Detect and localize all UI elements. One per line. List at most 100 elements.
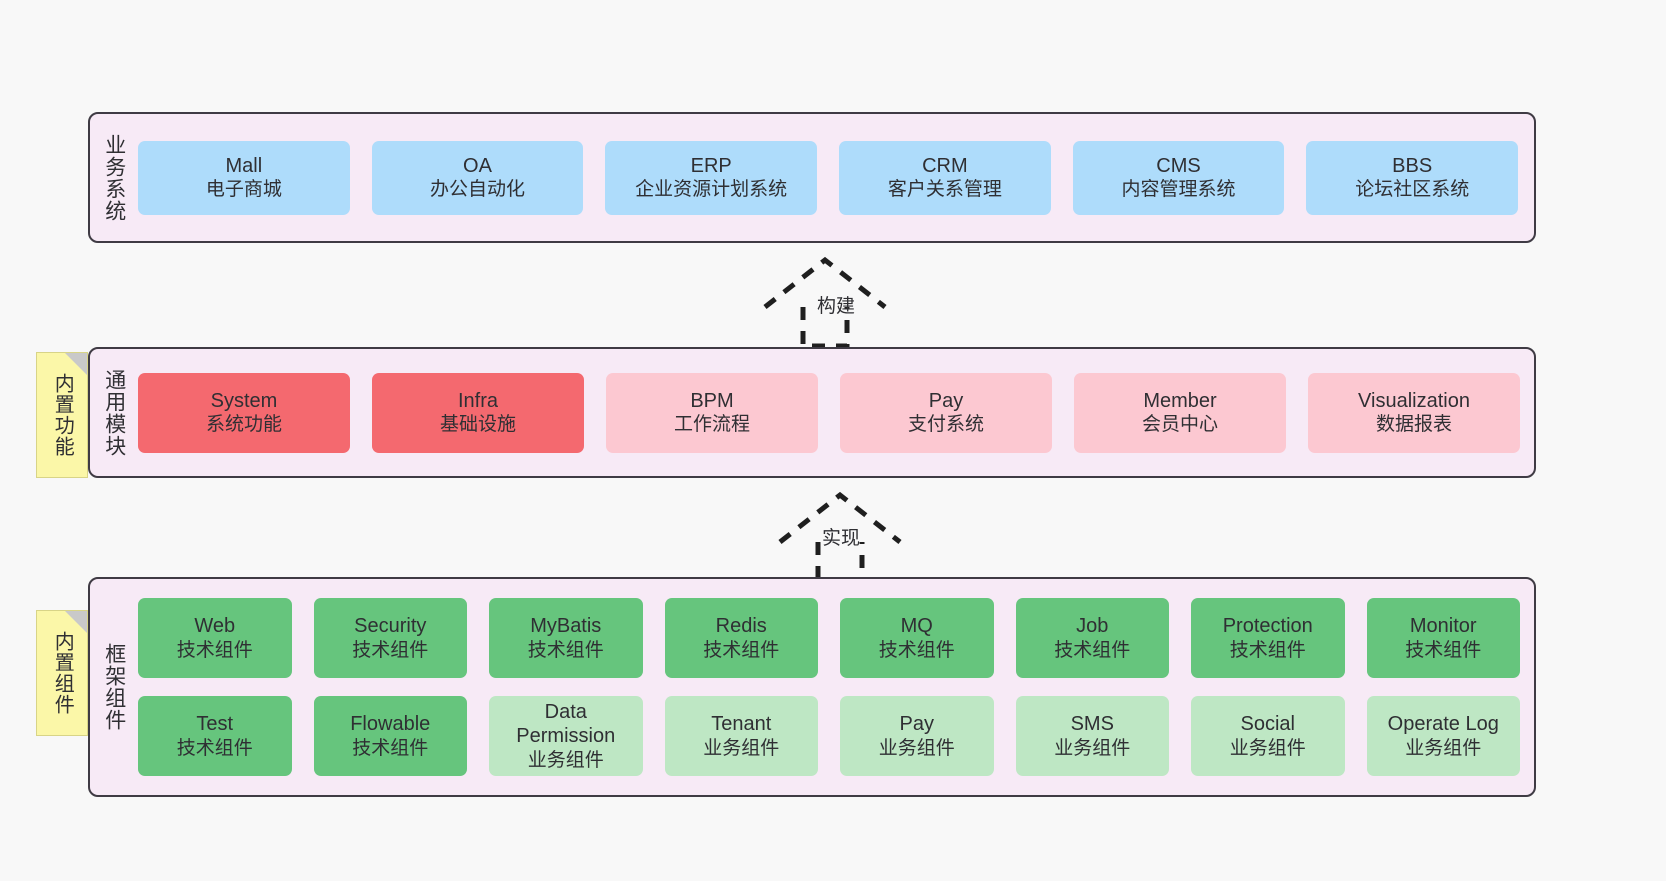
card-job[interactable]: Job 技术组件	[1015, 598, 1169, 678]
card-subtitle: 业务组件	[878, 737, 955, 759]
card-name: ERP	[690, 154, 732, 177]
note-builtin-components: 内置组件	[36, 610, 88, 736]
layer-title-framework-component: 框架组件	[102, 643, 126, 731]
card-row: System 系统功能 Infra 基础设施 BPM 工作流程 Pay 支付系统…	[138, 372, 1520, 453]
card-subtitle: 会员中心	[1141, 414, 1218, 436]
card-subtitle: 基础设施	[439, 414, 516, 436]
layer-framework-component: 框架组件 Web 技术组件 Security 技术组件 MyBatis 技术组件…	[88, 577, 1536, 797]
card-subtitle: 工作流程	[673, 414, 750, 436]
card-cms[interactable]: CMS 内容管理系统	[1072, 140, 1285, 215]
card-subtitle: 技术组件	[352, 639, 429, 661]
card-monitor[interactable]: Monitor 技术组件	[1366, 598, 1520, 678]
card-subtitle: 业务组件	[1405, 737, 1482, 759]
card-row: Test 技术组件 Flowable 技术组件 Data Permission …	[138, 696, 1520, 776]
card-name: System	[210, 389, 278, 412]
card-name: Web	[194, 615, 236, 638]
card-crm[interactable]: CRM 客户关系管理	[839, 140, 1051, 215]
card-name: CMS	[1156, 154, 1201, 177]
card-bpm[interactable]: BPM 工作流程	[606, 372, 818, 453]
connector-build-arrow	[745, 252, 945, 352]
card-name: SMS	[1070, 713, 1114, 736]
card-subtitle: 办公自动化	[430, 179, 526, 201]
card-name: Member	[1143, 389, 1217, 412]
card-name: BPM	[690, 389, 734, 412]
card-name: Flowable	[350, 713, 431, 736]
card-visualization[interactable]: Visualization 数据报表	[1308, 372, 1520, 453]
card-name: Infra	[457, 389, 499, 412]
card-subtitle: 技术组件	[527, 639, 604, 661]
card-name: BBS	[1392, 154, 1433, 177]
card-mq[interactable]: MQ 技术组件	[840, 598, 994, 678]
card-subtitle: 技术组件	[1405, 639, 1482, 661]
layer-body-business-system: Mall 电子商城 OA 办公自动化 ERP 企业资源计划系统 CRM 客户关系…	[138, 114, 1534, 241]
card-name: Visualization	[1358, 389, 1470, 412]
card-pay-module[interactable]: Pay 支付系统	[840, 372, 1052, 453]
card-name: Social	[1240, 713, 1295, 736]
card-erp[interactable]: ERP 企业资源计划系统	[605, 140, 818, 215]
card-subtitle: 业务组件	[527, 749, 604, 771]
card-social[interactable]: Social 业务组件	[1191, 696, 1345, 776]
card-subtitle: 技术组件	[1054, 639, 1131, 661]
layer-body-framework-component: Web 技术组件 Security 技术组件 MyBatis 技术组件 Redi…	[138, 579, 1534, 795]
card-redis[interactable]: Redis 技术组件	[664, 598, 818, 678]
card-name: Mall	[225, 154, 263, 177]
card-subtitle: 内容管理系统	[1121, 179, 1236, 201]
card-subtitle: 论坛社区系统	[1355, 179, 1470, 201]
layer-business-system: 业务系统 Mall 电子商城 OA 办公自动化 ERP 企业资源计划系统 CRM…	[88, 112, 1536, 243]
card-flowable[interactable]: Flowable 技术组件	[313, 696, 467, 776]
card-member[interactable]: Member 会员中心	[1074, 372, 1286, 453]
note-label: 内置组件	[51, 631, 74, 715]
card-subtitle: 电子商城	[205, 179, 282, 201]
layer-body-common-module: System 系统功能 Infra 基础设施 BPM 工作流程 Pay 支付系统…	[138, 349, 1534, 476]
card-subtitle: 数据报表	[1375, 414, 1452, 436]
card-pay-component[interactable]: Pay 业务组件	[840, 696, 994, 776]
card-name: Operate Log	[1387, 713, 1499, 736]
layer-common-module: 通用模块 System 系统功能 Infra 基础设施 BPM 工作流程 Pay…	[88, 347, 1536, 478]
card-name: Pay	[899, 713, 934, 736]
card-subtitle: 技术组件	[703, 639, 780, 661]
card-name: MyBatis	[530, 615, 602, 638]
card-name: Tenant	[711, 713, 772, 736]
card-subtitle: 技术组件	[176, 737, 253, 759]
card-name: Pay	[928, 389, 964, 412]
card-subtitle: 业务组件	[1054, 737, 1131, 759]
card-sms[interactable]: SMS 业务组件	[1015, 696, 1169, 776]
card-infra[interactable]: Infra 基础设施	[372, 372, 584, 453]
card-subtitle: 技术组件	[176, 639, 253, 661]
card-system[interactable]: System 系统功能	[138, 372, 350, 453]
card-name: CRM	[922, 154, 968, 177]
card-subtitle: 系统功能	[205, 414, 282, 436]
card-mall[interactable]: Mall 电子商城	[138, 140, 350, 215]
card-security[interactable]: Security 技术组件	[313, 598, 467, 678]
card-subtitle: 业务组件	[703, 737, 780, 759]
card-subtitle: 支付系统	[907, 414, 984, 436]
card-row: Web 技术组件 Security 技术组件 MyBatis 技术组件 Redi…	[138, 598, 1520, 678]
card-oa[interactable]: OA 办公自动化	[371, 140, 584, 215]
card-test[interactable]: Test 技术组件	[138, 696, 292, 776]
card-data-permission[interactable]: Data Permission 业务组件	[489, 696, 643, 776]
card-name: OA	[463, 154, 492, 177]
card-web[interactable]: Web 技术组件	[138, 598, 292, 678]
card-name: Protection	[1222, 615, 1313, 638]
card-name: MQ	[900, 615, 933, 638]
card-name: Monitor	[1409, 615, 1477, 638]
card-name: Security	[354, 615, 427, 638]
layer-title-business-system: 业务系统	[102, 133, 126, 222]
card-name: Job	[1076, 615, 1109, 638]
card-name: Test	[196, 713, 234, 736]
layer-title-common-module: 通用模块	[102, 368, 126, 457]
card-name: Data Permission	[516, 701, 616, 748]
card-mybatis[interactable]: MyBatis 技术组件	[489, 598, 643, 678]
card-protection[interactable]: Protection 技术组件	[1191, 598, 1345, 678]
connector-build-label: 构建	[817, 296, 856, 317]
card-operate-log[interactable]: Operate Log 业务组件	[1366, 696, 1520, 776]
connector-realize-label: 实现	[822, 528, 861, 549]
note-label: 内置功能	[51, 373, 74, 457]
card-subtitle: 技术组件	[352, 737, 429, 759]
card-subtitle: 客户关系管理	[887, 179, 1002, 201]
card-subtitle: 业务组件	[1229, 737, 1306, 759]
card-bbs[interactable]: BBS 论坛社区系统	[1306, 140, 1519, 215]
card-row: Mall 电子商城 OA 办公自动化 ERP 企业资源计划系统 CRM 客户关系…	[138, 140, 1519, 215]
card-tenant[interactable]: Tenant 业务组件	[664, 696, 818, 776]
